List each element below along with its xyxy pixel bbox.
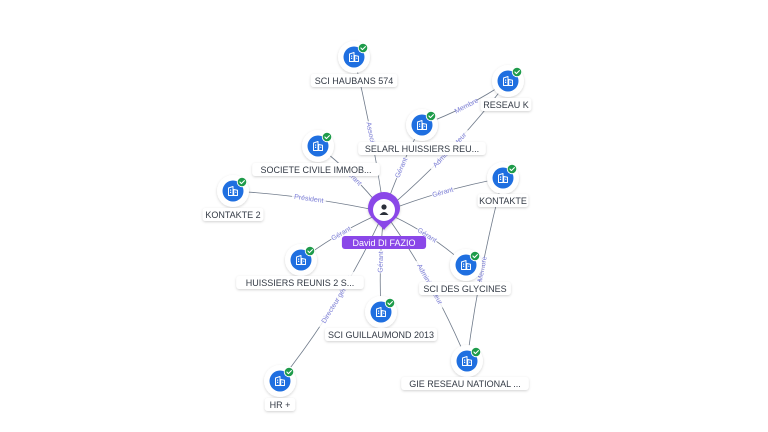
node-label: HR + xyxy=(270,400,291,410)
check-mark xyxy=(472,254,478,259)
verified-check-icon xyxy=(507,164,517,174)
node-label: SOCIETE CIVILE IMMOB... xyxy=(260,165,371,175)
edge-label-bg xyxy=(392,155,409,180)
edge-label: Membre xyxy=(477,256,489,283)
edge-label-bg xyxy=(291,191,327,205)
center-node[interactable]: David DI FAZIO xyxy=(341,192,427,249)
node-label-bg xyxy=(202,208,264,221)
center-layer: David DI FAZIO xyxy=(341,192,427,249)
node-label: SELARL HUISSIERS REU... xyxy=(365,144,479,154)
node-label-bg xyxy=(310,74,398,87)
node-kontakte[interactable]: KONTAKTE xyxy=(477,162,529,207)
verified-check-icon xyxy=(512,67,522,77)
edge-label-bg xyxy=(375,250,385,274)
person-icon xyxy=(379,204,389,215)
node-sci-glycines[interactable]: SCI DES GLYCINES xyxy=(419,249,511,295)
center-label: David DI FAZIO xyxy=(352,238,415,248)
node-label-bg xyxy=(358,142,486,155)
node-label: SCI DES GLYCINES xyxy=(423,284,506,294)
node-label-bg xyxy=(419,282,511,295)
edge-label: Président xyxy=(294,194,324,205)
edge-label: Membre xyxy=(454,97,480,115)
edge-label: Associé xyxy=(364,122,376,147)
check-mark xyxy=(473,350,479,355)
verified-check-icon xyxy=(470,251,480,261)
node-kontakte-2[interactable]: KONTAKTE 2 xyxy=(202,175,264,221)
center-label-bg xyxy=(341,236,427,249)
center-inner xyxy=(373,199,395,221)
node-hr-plus[interactable]: HR + xyxy=(264,365,296,411)
node-label-bg xyxy=(480,98,532,111)
verified-check-icon xyxy=(322,132,332,142)
node-label: SCI GUILLAUMOND 2013 xyxy=(328,330,434,340)
verified-check-icon xyxy=(237,177,247,187)
verified-check-icon xyxy=(284,367,294,377)
check-mark xyxy=(307,249,313,254)
check-mark xyxy=(286,370,292,375)
edge-label-bg xyxy=(415,225,440,245)
edge-label-bg xyxy=(365,120,378,148)
node-reseau-k[interactable]: RESEAU K xyxy=(480,65,532,111)
node-label: KONTAKTE 2 xyxy=(205,210,260,220)
check-mark xyxy=(509,167,515,172)
verified-check-icon xyxy=(305,246,315,256)
node-huissiers[interactable]: HUISSIERS REUNIS 2 S... xyxy=(236,244,364,289)
edge-label-bg xyxy=(430,184,455,199)
node-sci-guillaumond[interactable]: SCI GUILLAUMOND 2013 xyxy=(325,296,437,341)
check-mark xyxy=(514,70,520,75)
node-label-bg xyxy=(236,276,364,289)
node-label: KONTAKTE xyxy=(479,196,527,206)
edge-kontakte-2: Président xyxy=(232,190,385,213)
node-gie-reseau[interactable]: GIE RESEAU NATIONAL ... xyxy=(401,345,529,390)
verified-check-icon xyxy=(385,298,395,308)
check-mark xyxy=(428,114,434,119)
check-mark xyxy=(360,46,366,51)
edge-label: Gérant xyxy=(377,251,385,273)
edge-label-bg xyxy=(454,96,479,114)
node-label-bg xyxy=(477,194,529,207)
check-mark xyxy=(324,135,330,140)
node-label: HUISSIERS REUNIS 2 S... xyxy=(246,278,355,288)
node-label-bg xyxy=(325,328,437,341)
verified-check-icon xyxy=(426,111,436,121)
edge-label: Gérant xyxy=(432,187,455,200)
node-label-bg xyxy=(264,398,296,411)
node-label: SCI HAUBANS 574 xyxy=(315,76,394,86)
node-label: GIE RESEAU NATIONAL ... xyxy=(409,379,521,389)
check-mark xyxy=(239,180,245,185)
node-societe-civile[interactable]: SOCIETE CIVILE IMMOB... xyxy=(252,130,380,176)
edge-label-bg xyxy=(328,223,353,243)
verified-check-icon xyxy=(471,347,481,357)
node-label: RESEAU K xyxy=(483,100,529,110)
verified-check-icon xyxy=(358,43,368,53)
check-mark xyxy=(387,301,393,306)
node-sci-haubans[interactable]: SCI HAUBANS 574 xyxy=(310,41,398,87)
node-selarl[interactable]: SELARL HUISSIERS REU... xyxy=(358,109,486,155)
node-label-bg xyxy=(252,163,380,176)
node-label-bg xyxy=(401,377,529,390)
